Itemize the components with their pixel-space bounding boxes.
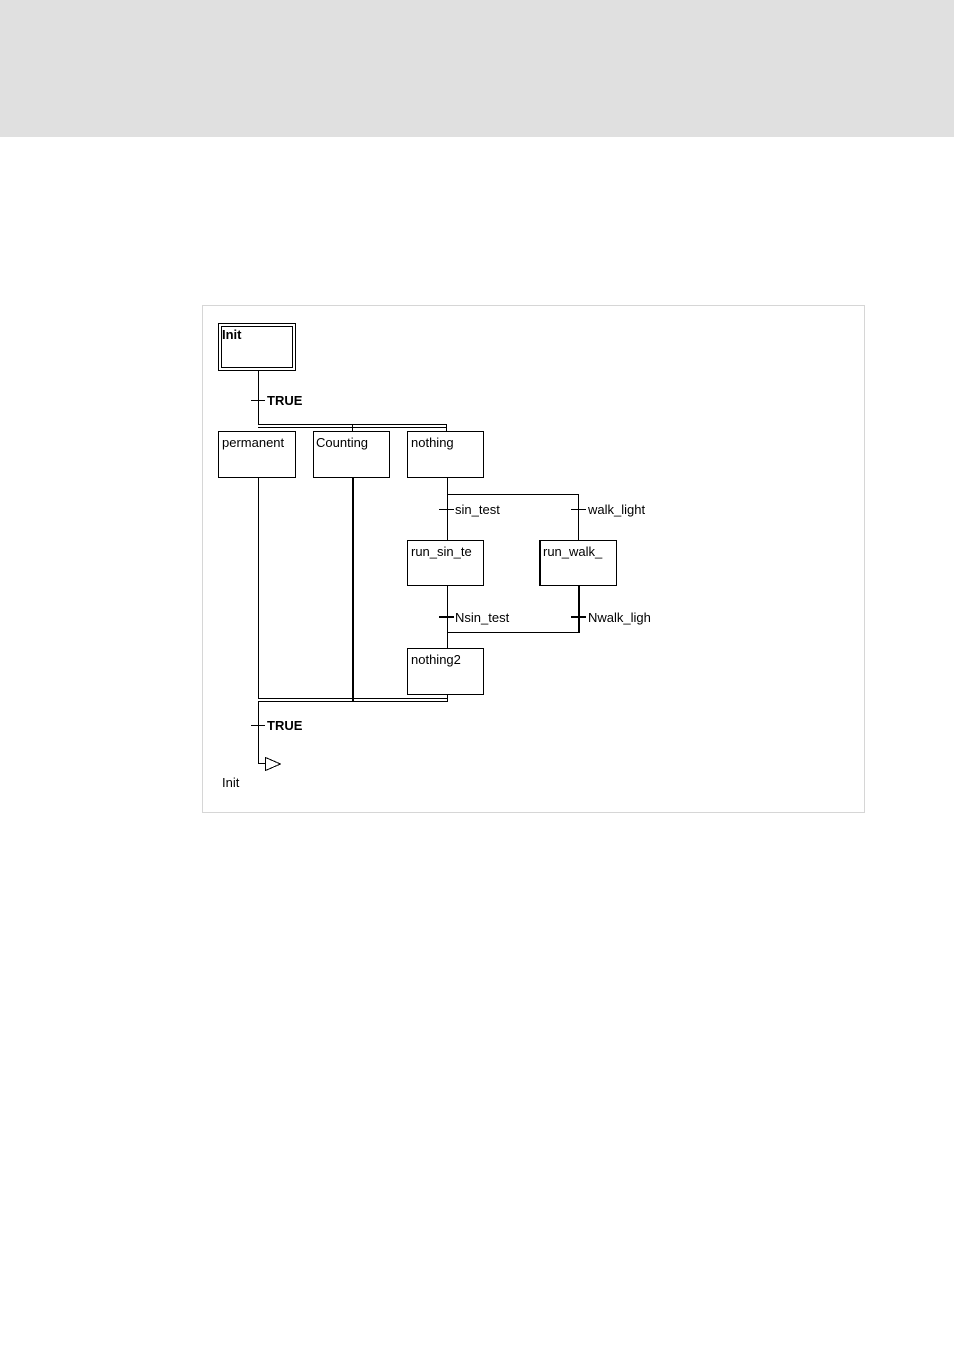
step-permanent-label: permanent (222, 435, 285, 450)
transition-sin-test-label: sin_test (455, 502, 500, 517)
step-init-label: Init (222, 327, 242, 342)
transition-nsin-test-label: Nsin_test (455, 610, 510, 625)
sfc-diagram: Init TRUE permanent Counting nothing sin… (203, 306, 866, 814)
jump-target-label: Init (222, 775, 240, 790)
step-nothing-label: nothing (411, 435, 454, 450)
transition-walk-light-label: walk_light (587, 502, 645, 517)
step-run-sin-te-label: run_sin_te (411, 544, 472, 559)
transition-true-top-label: TRUE (267, 393, 303, 408)
step-nothing2-label: nothing2 (411, 652, 461, 667)
sfc-diagram-frame: Init TRUE permanent Counting nothing sin… (202, 305, 865, 813)
page-header-band (0, 0, 954, 137)
jump-arrow-icon[interactable] (266, 758, 281, 771)
step-counting-label: Counting (316, 435, 368, 450)
step-run-walk-label: run_walk_ (543, 544, 603, 559)
transition-nwalk-ligh-label: Nwalk_ligh (588, 610, 651, 625)
transition-true-bottom-label: TRUE (267, 718, 303, 733)
